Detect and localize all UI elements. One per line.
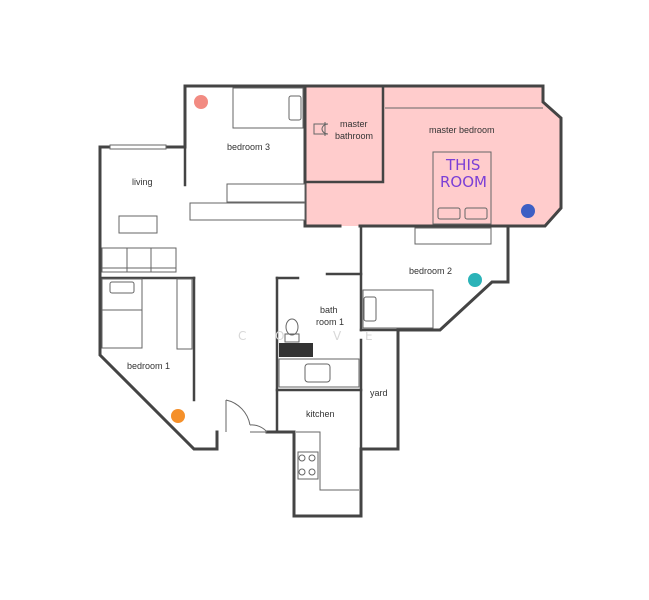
bedroom3-wardrobe [226,183,306,203]
marker-bedroom2 [468,273,482,287]
living-sofa [101,247,177,273]
master-bed [432,151,492,225]
marker-master-bedroom [521,204,535,218]
bedroom3-bed [232,87,304,129]
label-master-bathroom-2: bathroom [335,131,373,141]
bedroom2-bed [362,289,434,329]
kitchen-counter [296,431,359,491]
corridor-shelf [189,202,306,221]
master-toilet [313,122,329,136]
bedroom1-bed [101,278,143,349]
this-room-line2: ROOM [440,173,487,191]
label-master-bathroom-1: master [340,119,368,129]
watermark: C O V E [238,329,373,343]
label-kitchen: kitchen [306,409,335,419]
marker-bedroom1 [171,409,185,423]
entrance-door [225,399,268,433]
svg-text:C: C [238,329,246,343]
label-bedroom1: bedroom 1 [127,361,170,371]
svg-text:V: V [333,329,342,343]
bedroom1-wardrobe [176,278,193,350]
label-bath1-1: bath [320,305,338,315]
label-bedroom2: bedroom 2 [409,266,452,276]
svg-text:E: E [365,329,373,343]
svg-text:O: O [275,329,284,343]
interior-walls [98,84,400,451]
label-master-bedroom: master bedroom [429,125,495,135]
living-table [118,215,158,234]
label-bath1-2: room 1 [316,317,344,327]
bath1-shower [279,343,313,357]
label-bedroom3: bedroom 3 [227,142,270,152]
label-living: living [132,177,153,187]
bedroom2-wardrobe [414,227,492,245]
label-yard: yard [370,388,388,398]
living-window [109,144,167,150]
marker-bedroom3 [194,95,208,109]
bath1-toilet [284,318,300,343]
kitchen-sink [278,358,360,388]
this-room-line1: THIS [445,156,480,174]
